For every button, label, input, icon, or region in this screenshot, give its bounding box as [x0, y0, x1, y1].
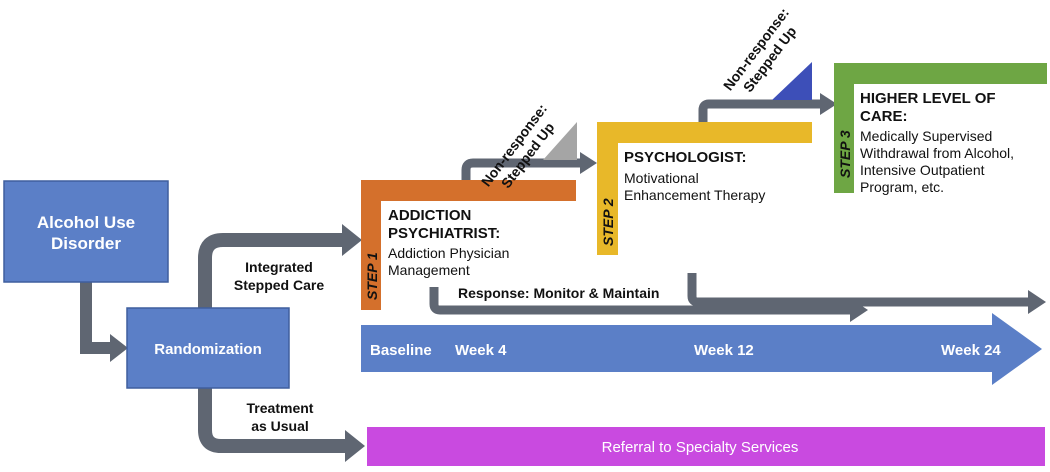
step1-desc-line1: Addiction Physician: [388, 245, 509, 261]
timeline-baseline: Baseline: [370, 342, 432, 359]
step2-desc-line2: Enhancement Therapy: [624, 187, 765, 203]
step3-role-line2: CARE:: [860, 108, 908, 125]
step1-desc-line2: Management: [388, 262, 470, 278]
step1-role-line2: PSYCHIATRIST:: [388, 225, 500, 242]
aud-line1: Alcohol Use: [37, 213, 135, 232]
usual-label-line1: Treatment: [247, 400, 314, 416]
integrated-label-line2: Stepped Care: [234, 277, 324, 293]
nonresponse-arrow-1: [461, 152, 597, 182]
step1-label: STEP 1: [364, 252, 380, 300]
stepped-up-triangle-blue: [772, 62, 812, 100]
nonresponse-arrow-2: [698, 93, 837, 124]
step2-label: STEP 2: [600, 198, 616, 246]
step2-role: PSYCHOLOGIST:: [624, 149, 747, 166]
referral-bar: Referral to Specialty Services: [367, 427, 1045, 466]
timeline-arrow: Baseline Week 4 Week 12 Week 24: [361, 313, 1042, 385]
step3-desc-line1: Medically Supervised: [860, 128, 992, 144]
step3-label: STEP 3: [837, 130, 853, 178]
usual-care-arrow: [198, 388, 365, 462]
alcohol-use-disorder-box: Alcohol Use Disorder: [3, 180, 169, 283]
step3-desc-line3: Intensive Outpatient: [860, 162, 985, 178]
step3-desc-line2: Withdrawal from Alcohol,: [860, 145, 1014, 161]
referral-label: Referral to Specialty Services: [602, 439, 799, 456]
step3-role-line1: HIGHER LEVEL OF: [860, 90, 996, 107]
response-label: Response: Monitor & Maintain: [458, 285, 659, 301]
step2-desc-line1: Motivational: [624, 170, 699, 186]
randomization-label: Randomization: [154, 341, 262, 358]
integrated-care-arrow: [198, 224, 362, 308]
integrated-label-line1: Integrated: [245, 259, 313, 275]
timeline-week12: Week 12: [694, 342, 754, 359]
stepped-up-triangle-gray: [543, 122, 577, 160]
aud-to-randomization-arrow: [80, 282, 128, 362]
response-arrow-step2: [687, 273, 1046, 314]
step3-block: STEP 3 HIGHER LEVEL OF CARE: Medically S…: [834, 63, 1047, 195]
step3-desc-line4: Program, etc.: [860, 179, 944, 195]
usual-label-line2: as Usual: [251, 418, 309, 434]
step2-block: STEP 2 PSYCHOLOGIST: Motivational Enhanc…: [597, 122, 812, 255]
aud-line2: Disorder: [51, 234, 121, 253]
timeline-week4: Week 4: [455, 342, 507, 359]
step1-block: STEP 1 ADDICTION PSYCHIATRIST: Addiction…: [361, 180, 576, 310]
randomization-box: Randomization: [126, 307, 290, 389]
timeline-week24: Week 24: [941, 342, 1001, 359]
step1-role-line1: ADDICTION: [388, 207, 471, 224]
